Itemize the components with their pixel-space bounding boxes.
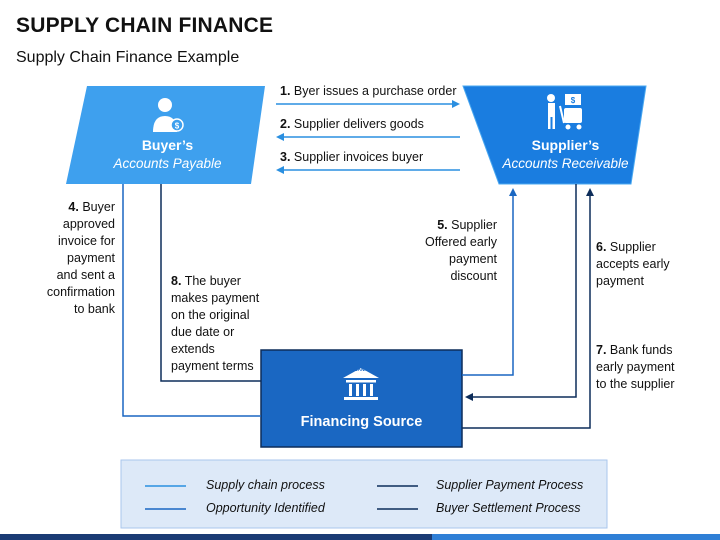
step-4-line: payment: [67, 251, 115, 265]
step-1-label: 1. Byer issues a purchase order: [280, 83, 457, 100]
step-5-num: 5.: [437, 218, 448, 232]
step-7-line: to the supplier: [596, 377, 675, 391]
legend-label-supply-chain: Supply chain process: [206, 478, 325, 492]
legend-box: [120, 459, 608, 529]
step-8-line: The buyer: [184, 274, 241, 288]
step-6-label: 6. Supplier accepts early payment: [596, 239, 711, 290]
step-8-line: on the original: [171, 308, 250, 322]
financing-title: Financing Source: [300, 414, 423, 430]
step-7-label: 7. Bank funds early payment to the suppl…: [596, 342, 714, 393]
supplier-title: Supplier’s: [531, 137, 600, 153]
bank-icon: [343, 368, 379, 400]
supplier-cart-icon: $: [547, 94, 582, 130]
step-8-num: 8.: [171, 274, 182, 288]
step-4-line: to bank: [73, 302, 115, 316]
step-6-line: payment: [596, 274, 644, 288]
step-5-line: Supplier: [451, 218, 497, 232]
step-6-line: Supplier: [609, 240, 656, 254]
step-4-line: Buyer: [82, 200, 115, 214]
legend-label-opportunity: Opportunity Identified: [206, 501, 325, 515]
bank-icon-text: BANK: [354, 367, 368, 372]
step-1-num: 1.: [280, 84, 291, 98]
arrow-step-6: [465, 184, 577, 401]
buyer-title: Buyer’s: [141, 137, 194, 153]
step-2-label: 2. Supplier delivers goods: [280, 116, 424, 133]
page-title: SUPPLY CHAIN FINANCE: [16, 14, 274, 37]
step-5-line: payment: [449, 252, 497, 266]
step-3-label: 3. Supplier invoices buyer: [280, 149, 423, 166]
step-6-line: accepts early: [596, 257, 670, 271]
step-7-line: early payment: [596, 360, 675, 374]
step-8-label: 8. The buyer makes payment on the origin…: [171, 273, 271, 375]
step-8-line: payment terms: [171, 359, 254, 373]
line-step-8: [160, 184, 261, 382]
arrow-step-5: [462, 188, 517, 376]
buyer-label: Buyer’s Accounts Payable: [80, 137, 255, 171]
supplier-label: Supplier’s Accounts Receivable: [478, 137, 653, 171]
step-7-line: Bank funds: [609, 343, 673, 357]
step-4-line: and sent a: [56, 268, 115, 282]
step-4-label: 4. Buyer approved invoice for payment an…: [20, 199, 115, 318]
supplier-subtitle: Accounts Receivable: [502, 156, 629, 171]
step-3-text: Supplier invoices buyer: [293, 150, 424, 164]
step-1-text: Byer issues a purchase order: [293, 84, 457, 98]
buyer-subtitle: Accounts Payable: [113, 156, 222, 171]
step-6-num: 6.: [596, 240, 607, 254]
step-2-num: 2.: [280, 117, 291, 131]
step-8-line: due date or: [171, 325, 235, 339]
financing-label: Financing Source: [261, 414, 462, 430]
buyer-person-icon: $: [153, 98, 184, 132]
bottom-accent-bar: [0, 534, 720, 540]
step-5-line: Offered early: [424, 235, 497, 249]
step-4-line: approved: [62, 217, 115, 231]
legend-label-buyer-settlement: Buyer Settlement Process: [436, 501, 581, 515]
buyer-box: [66, 86, 265, 184]
svg-text:$: $: [571, 96, 576, 105]
step-5-label: 5. Supplier Offered early payment discou…: [400, 217, 497, 285]
step-4-line: invoice for: [58, 234, 115, 248]
step-4-line: confirmation: [46, 285, 115, 299]
step-4-num: 4.: [68, 200, 79, 214]
page-subtitle: Supply Chain Finance Example: [16, 49, 240, 66]
step-8-line: makes payment: [171, 291, 260, 305]
line-step-4: [122, 184, 261, 417]
supplier-box: [463, 86, 646, 184]
step-2-text: Supplier delivers goods: [293, 117, 424, 131]
step-7-num: 7.: [596, 343, 607, 357]
step-3-num: 3.: [280, 150, 291, 164]
arrow-step-7: [462, 188, 594, 429]
svg-text:$: $: [175, 122, 180, 131]
step-5-line: discount: [450, 269, 497, 283]
legend-label-supplier-payment: Supplier Payment Process: [436, 478, 584, 492]
step-8-line: extends: [171, 342, 215, 356]
